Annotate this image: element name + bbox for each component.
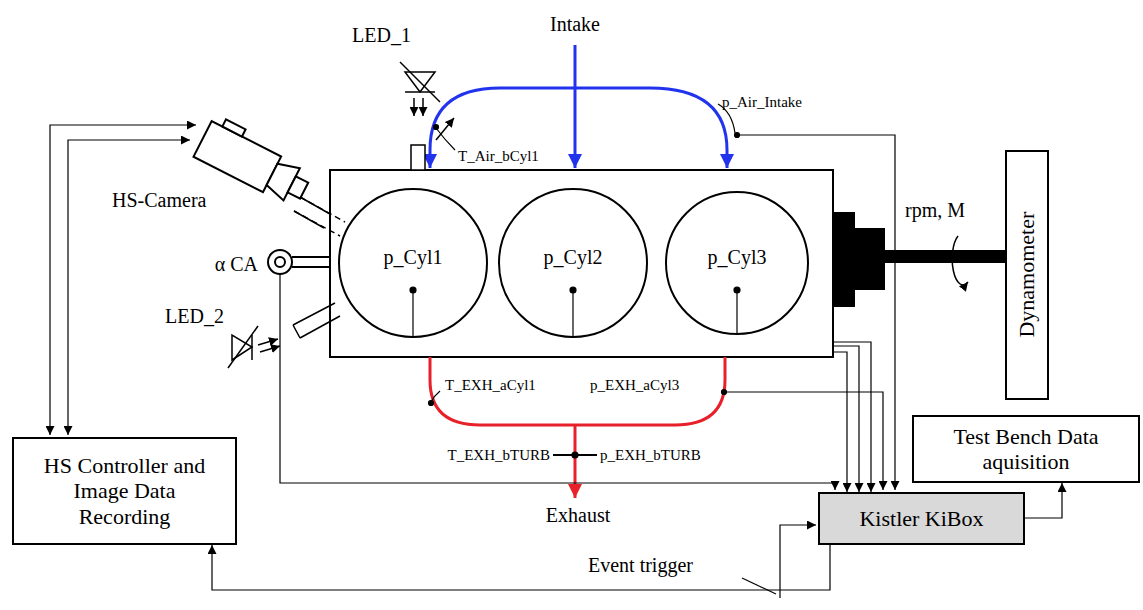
node-label: Test Bench Data aquisition <box>922 424 1130 475</box>
dynamometer-box: Dynamometer <box>1005 150 1049 400</box>
signal-label: α CA <box>215 253 258 275</box>
cylinder-circle: p_Cyl3 <box>665 191 809 335</box>
trigger-wire <box>742 525 816 598</box>
drive-shaft <box>833 212 1005 307</box>
camera-wires <box>50 125 196 435</box>
sensor-dots <box>410 287 740 338</box>
signal-label: Event trigger <box>588 554 693 576</box>
signal-label: p_EXH_bTURB <box>600 447 701 464</box>
sensor-leaders <box>429 104 896 490</box>
node-label: p_Cyl2 <box>544 246 603 281</box>
node-label: Kistler KiBox <box>859 506 983 531</box>
node-label: p_Cyl1 <box>384 246 443 281</box>
signal-wire <box>212 545 830 590</box>
signal-label: LED_1 <box>352 24 411 46</box>
signal-label: LED_2 <box>165 305 224 327</box>
exhaust-manifold <box>430 357 725 498</box>
signal-label: T_EXH_aCyl1 <box>445 377 536 394</box>
node-label: Dynamometer <box>1014 212 1039 338</box>
signal-label: HS-Camera <box>112 189 206 211</box>
kibox-box: Kistler KiBox <box>818 492 1025 545</box>
rotation-arrow <box>952 236 968 285</box>
signal-label: p_Air_Intake <box>722 94 802 111</box>
signal-label: T_Air_bCyl1 <box>458 148 539 165</box>
cylinder-circle: p_Cyl2 <box>498 188 648 338</box>
signal-wire <box>413 338 847 492</box>
intake-manifold <box>430 45 727 168</box>
signal-label: Exhaust <box>546 504 610 526</box>
led-symbol <box>228 303 340 368</box>
signal-label: p_EXH_aCyl3 <box>590 377 679 394</box>
controller-box: HS Controller and Image Data Recording <box>12 437 237 545</box>
signal-wire <box>1025 483 1062 518</box>
daq-box: Test Bench Data aquisition <box>912 415 1140 483</box>
hs-camera <box>193 114 316 209</box>
signal-label: T_EXH_bTURB <box>448 447 551 464</box>
node-label: HS Controller and Image Data Recording <box>37 453 212 529</box>
signal-wire <box>737 335 871 492</box>
signal-label: Intake <box>550 13 600 35</box>
engine-block <box>330 170 833 357</box>
camera-optics <box>294 197 345 236</box>
signal-wire <box>573 338 859 492</box>
crank-angle-sensor <box>268 250 835 490</box>
node-label: p_Cyl3 <box>708 246 767 281</box>
led-symbol <box>400 62 454 170</box>
signal-label: rpm, M <box>905 199 965 221</box>
cylinder-circle: p_Cyl1 <box>338 188 488 338</box>
